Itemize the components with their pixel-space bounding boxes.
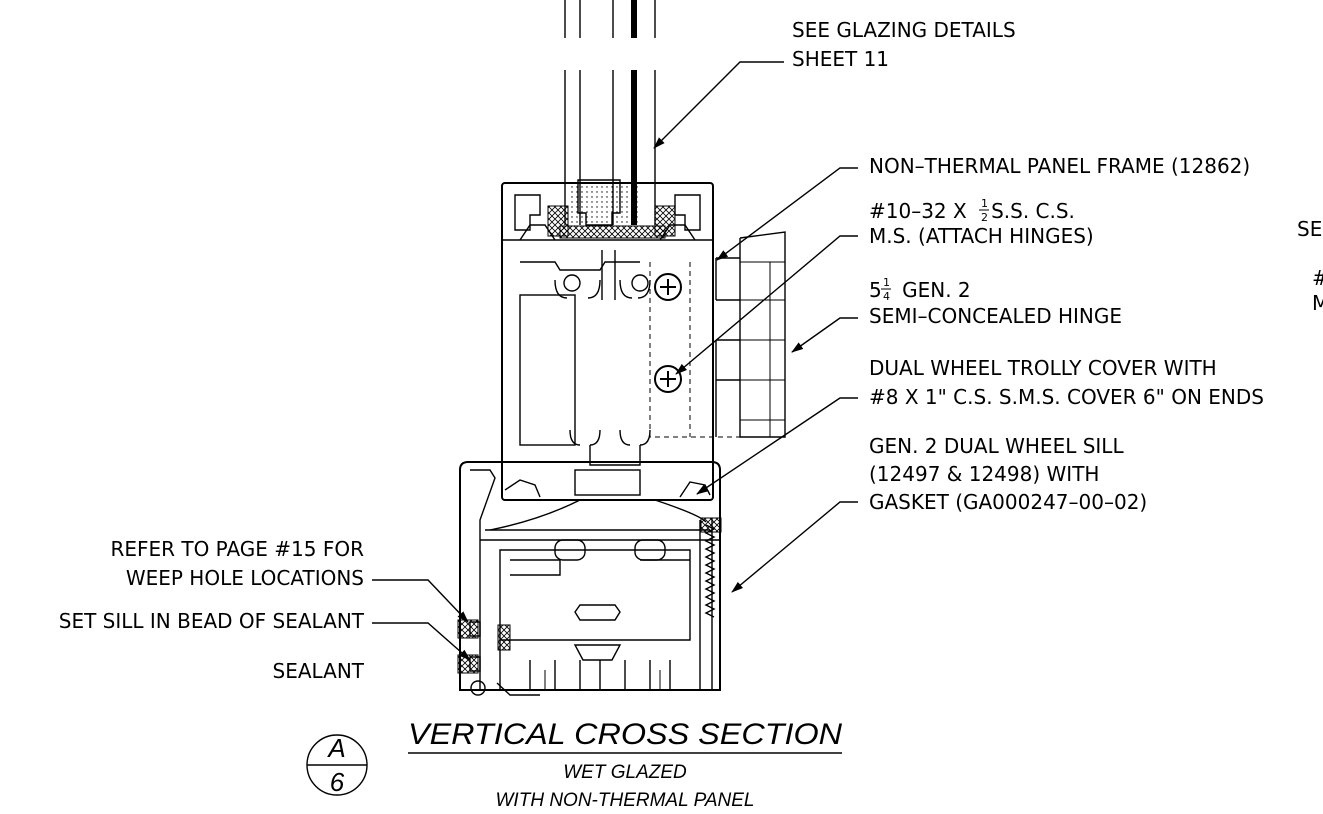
panel-frame bbox=[501, 179, 714, 501]
note-weep-line-2: WEEP HOLE LOCATIONS bbox=[126, 566, 364, 590]
hinge bbox=[649, 231, 786, 438]
fraction-half-numerator: 1 bbox=[981, 197, 988, 210]
fraction-half-denominator: 2 bbox=[981, 211, 988, 224]
drawing-subtitle-2: WITH NON-THERMAL PANEL bbox=[496, 790, 755, 811]
note-set-sill: SET SILL IN BEAD OF SEALANT bbox=[59, 609, 365, 633]
note-screw-line-1: #10–32 X S.S. C.S. bbox=[869, 199, 1075, 223]
note-hinge-line-2: SEMI–CONCEALED HINGE bbox=[869, 304, 1122, 328]
note-hinge-gen: GEN. 2 bbox=[896, 278, 971, 302]
sill-frame bbox=[457, 461, 722, 696]
note-screw-line-2: M.S. (ATTACH HINGES) bbox=[869, 224, 1094, 248]
note-panel-frame: NON–THERMAL PANEL FRAME (12862) bbox=[869, 154, 1250, 178]
note-glazing-details: SEE GLAZING DETAILS bbox=[792, 18, 1016, 42]
cut-off-text-3: M bbox=[1312, 291, 1323, 315]
hinge-screw-icon bbox=[654, 273, 682, 393]
note-glazing-sheet: SHEET 11 bbox=[792, 47, 889, 71]
fraction-quarter-numerator: 1 bbox=[883, 276, 890, 289]
note-trolly-line-1: DUAL WHEEL TROLLY COVER WITH bbox=[869, 356, 1217, 380]
note-sealant: SEALANT bbox=[273, 659, 365, 683]
note-hinge-size: 5 bbox=[869, 278, 882, 302]
cut-off-text-1: SE bbox=[1297, 217, 1322, 241]
note-sill-line-2: (12497 & 12498) WITH bbox=[869, 462, 1099, 486]
drawing-title: VERTICAL CROSS SECTION bbox=[408, 718, 842, 751]
note-weep-line-1: REFER TO PAGE #15 FOR bbox=[110, 537, 364, 561]
drawing-subtitle-1: WET GLAZED bbox=[563, 762, 687, 783]
leader-lines bbox=[372, 61, 858, 661]
note-trolly-line-2: #8 X 1" C.S. S.M.S. COVER 6" ON ENDS bbox=[869, 385, 1264, 409]
fraction-half: 1 2 bbox=[979, 197, 989, 224]
note-screw-prefix: #10–32 X bbox=[869, 199, 973, 223]
cut-off-text-2: # bbox=[1312, 266, 1323, 290]
fraction-quarter: 1 4 bbox=[881, 276, 891, 303]
note-sill-line-3: GASKET (GA000247–00–02) bbox=[869, 490, 1147, 514]
note-sill-line-1: GEN. 2 DUAL WHEEL SILL bbox=[869, 434, 1124, 458]
note-screw-suffix: S.S. C.S. bbox=[991, 199, 1075, 223]
section-sheet-number: 6 bbox=[330, 767, 345, 797]
fraction-quarter-denominator: 4 bbox=[883, 290, 890, 303]
section-detail-letter: A bbox=[326, 733, 345, 763]
note-hinge-line-1: 5 GEN. 2 bbox=[869, 278, 971, 302]
section-bubble: A 6 bbox=[306, 733, 368, 797]
